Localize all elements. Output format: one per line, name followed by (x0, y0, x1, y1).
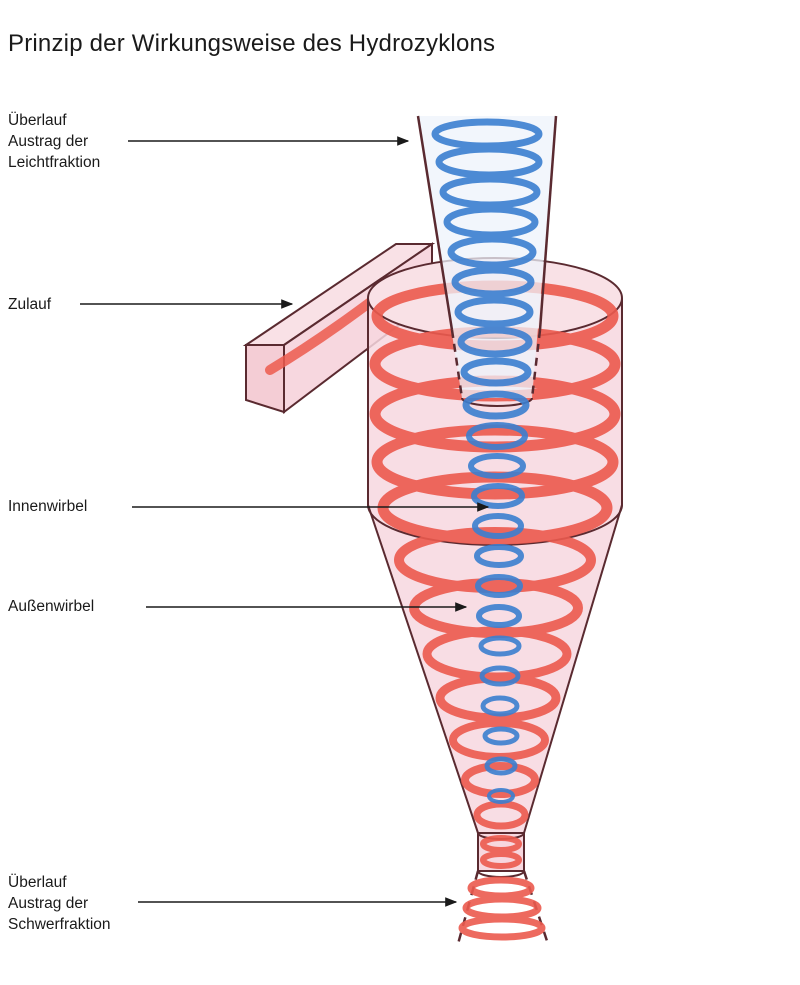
label-outer-vortex: Außenwirbel (8, 596, 94, 617)
heavy-flow-loop (458, 915, 546, 941)
label-overflow-heavy: Überlauf Austrag der Schwerfraktion (8, 872, 111, 935)
inner-vortex-loop (466, 422, 528, 450)
inner-vortex-loop (482, 726, 520, 746)
heavy-flow-loop (462, 895, 542, 921)
inner-vortex-loop (475, 574, 523, 598)
label-inlet: Zulauf (8, 294, 51, 315)
inner-vortex-loop (471, 483, 525, 509)
inner-vortex-loop (451, 266, 535, 298)
label-line: Leichtfraktion (8, 154, 101, 171)
inlet-duct-end (245, 344, 285, 414)
diagram-title: Prinzip der Wirkungsweise des Hydrozyklo… (8, 30, 496, 57)
heavy-flow-loop (467, 876, 535, 900)
vortex-finder-right-hidden (530, 329, 542, 399)
vortex-finder-left-hidden (450, 329, 464, 399)
inner-vortex-loop (476, 604, 522, 628)
leader-arrows (80, 136, 490, 907)
label-line: Zulauf (8, 296, 52, 313)
label-inner-vortex: Innenwirbel (8, 496, 87, 517)
label-overflow-light: Überlauf Austrag der Leichtfraktion (8, 110, 100, 173)
label-line: Schwerfraktion (8, 916, 111, 933)
inner-vortex-loop (468, 453, 526, 479)
inner-vortex-loop (454, 296, 534, 328)
label-line: Überlauf (8, 874, 67, 891)
heavy-fraction-flow (458, 835, 546, 941)
inner-vortex-loop (480, 695, 520, 717)
inner-vortex (431, 118, 543, 804)
inner-vortex-loop (439, 175, 541, 209)
outer-vortex-loop (461, 762, 539, 798)
heavy-flow-loop (480, 851, 522, 869)
inner-vortex-loop (443, 205, 539, 239)
inner-vortex-loop (487, 788, 515, 804)
vortex-finder-left-wall (416, 115, 454, 331)
inner-vortex-loop (479, 665, 521, 687)
inner-vortex-loop (457, 326, 533, 358)
cone-right-wall (523, 504, 623, 834)
label-line: Austrag der (8, 895, 89, 912)
label-line: Austrag der (8, 133, 89, 150)
inner-vortex-loop (474, 544, 524, 568)
inner-vortex-loop (484, 756, 518, 776)
outer-vortex-loop (371, 424, 619, 500)
label-line: Innenwirbel (8, 498, 88, 515)
vortex-finder-right-wall (538, 115, 558, 331)
cone-left-wall (367, 504, 479, 834)
inner-vortex-loop (447, 235, 537, 269)
inner-vortex-loop (462, 390, 530, 420)
inner-vortex-loop (472, 513, 524, 539)
label-line: Außenwirbel (8, 598, 95, 615)
inner-vortex-loop (435, 145, 543, 179)
inner-vortex-loop (478, 635, 522, 657)
apex-spigot (456, 832, 550, 945)
label-line: Überlauf (8, 112, 67, 129)
heavy-flow-loop (480, 835, 522, 853)
outer-vortex-loop (435, 673, 561, 723)
inner-vortex-loop (460, 357, 532, 387)
